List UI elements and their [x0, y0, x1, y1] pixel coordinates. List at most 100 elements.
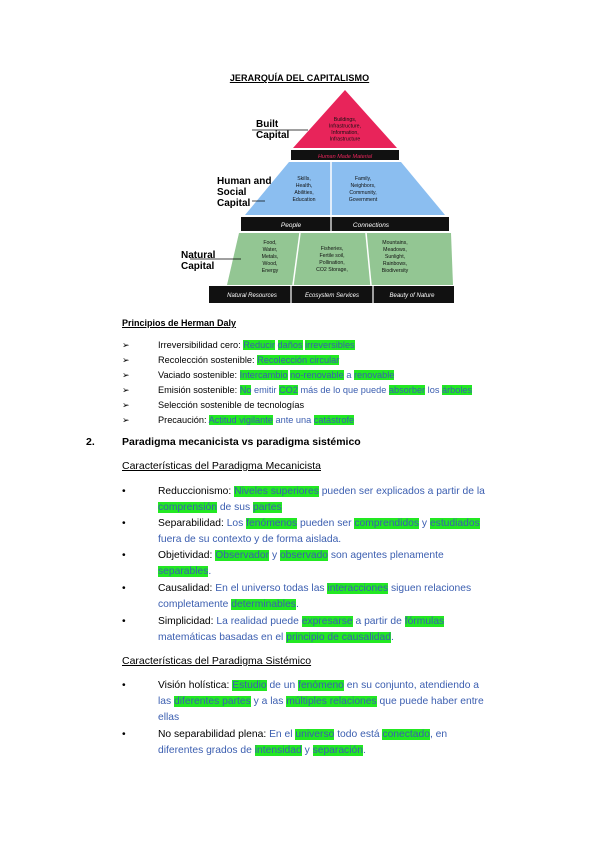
body-text: fuera de su contexto y de forma aislada.	[158, 534, 342, 545]
ecosystem-services-items: Fisheries,Fertile soil,Pollination,CO2 S…	[316, 246, 348, 273]
top-item: Buildings,	[334, 117, 357, 123]
section-number: 2.	[86, 436, 95, 448]
text-line: Separabilidad: Los fenómenos pueden ser …	[158, 516, 528, 532]
bullet-dot-icon: •	[122, 616, 126, 627]
body-text: todo está	[334, 729, 383, 740]
highlighted-text: partes	[253, 502, 282, 513]
top-item: Information,	[331, 130, 358, 136]
mecanicista-item-body: Reduccionismo: Niveles superiores pueden…	[158, 484, 528, 516]
beauty-of-nature-items: Mountains,Meadows,Sunlight,Rainbows,Biod…	[382, 240, 409, 274]
text-line: diferentes grados de intensidad y separa…	[158, 743, 528, 759]
body-text: y a las	[250, 696, 287, 707]
highlighted-text: irreversibles	[305, 340, 355, 350]
text-line: fuera de su contexto y de forma aislada.	[158, 532, 528, 548]
body-text: .	[390, 632, 394, 643]
body-text: diferentes grados de	[158, 745, 255, 756]
daly-principle-text: Precaución: Actitud vigilante ante una c…	[158, 413, 355, 427]
bullet-dot-icon: •	[122, 550, 126, 561]
res-item: Energy	[262, 268, 279, 274]
human-social-capital-label: Human and Social Capital	[217, 176, 272, 209]
body-text: En el universo todas las	[212, 583, 328, 594]
body-text: son agentes plenamente	[328, 550, 444, 561]
arrow-bullet-icon: ➢	[122, 355, 130, 365]
body-text: a	[343, 370, 354, 380]
body-text: y	[269, 550, 280, 561]
highlighted-text: estudiados	[429, 518, 480, 529]
mecanicista-item-label: Objetividad:	[158, 550, 213, 561]
highlighted-text: no-renovable	[290, 370, 344, 380]
body-text: de sus	[216, 502, 254, 513]
mecanicista-item-body: Separabilidad: Los fenómenos pueden ser …	[158, 516, 528, 548]
daly-principle-label: Selección sostenible de tecnologías	[158, 400, 305, 410]
body-text: más de lo que puede	[297, 385, 389, 395]
highlighted-text: universo	[295, 729, 335, 740]
mecanicista-item-label: Separabilidad:	[158, 518, 224, 529]
text-line: comprensión de sus partes	[158, 500, 528, 516]
human-social-capital-tier	[245, 162, 445, 215]
mecanicista-item-label: Simplicidad:	[158, 616, 214, 627]
highlighted-text: separables	[158, 566, 209, 577]
page-title: JERARQUÍA DEL CAPITALISMO	[229, 73, 370, 83]
daly-principle-text: Emisión sostenible: No emitir CO2 más de…	[158, 383, 473, 397]
connections-label: Connections	[353, 222, 390, 229]
highlighted-text: Observador	[215, 550, 270, 561]
sistemico-item-body: Visión holística: Estudio de un fenómeno…	[158, 678, 528, 726]
highlighted-text: conectado	[382, 729, 430, 740]
connections-items: Family,Neighbors,Community,Government	[349, 176, 378, 203]
mecanicista-item-body: Causalidad: En el universo todas las int…	[158, 581, 528, 613]
highlighted-text: Recolección circular	[257, 355, 340, 365]
highlighted-text: Intercambio	[239, 370, 288, 380]
body-text: completamente	[158, 599, 232, 610]
natural-resources-label: Natural Resources	[227, 293, 277, 299]
sistemico-item-label: No separabilidad plena:	[158, 729, 267, 740]
eco-item: Fisheries,	[321, 246, 344, 252]
people-item: Abilities,	[294, 190, 313, 196]
arrow-bullet-icon: ➢	[122, 415, 130, 425]
body-text: pueden ser explicados a partir de la	[318, 486, 485, 497]
highlighted-text: Estudio	[232, 680, 267, 691]
daly-heading: Principios de Herman Daly	[122, 318, 237, 328]
highlighted-text: interacciones	[327, 583, 389, 594]
text-line: No separabilidad plena: En el universo t…	[158, 727, 528, 743]
body-text: siguen relaciones	[388, 583, 472, 594]
mecanicista-heading: Características del Paradigma Mecanicist…	[122, 460, 321, 472]
body-text: emitir	[251, 385, 280, 395]
conn-item: Community,	[349, 190, 376, 196]
natural-resources-items: Food,Water,Metals,Wood,Energy	[262, 240, 279, 274]
highlighted-text: No	[239, 385, 252, 395]
text-line: ellas	[158, 710, 528, 726]
text-line: las diferentes partes y a las múltiples …	[158, 694, 528, 710]
body-text: .	[362, 745, 366, 756]
highlighted-text: fenómenos	[246, 518, 298, 529]
highlighted-text: árboles	[441, 385, 473, 395]
eco-item: Pollination,	[319, 260, 344, 266]
bullet-dot-icon: •	[122, 486, 126, 497]
mecanicista-item-body: Objetividad: Observador y observado son …	[158, 548, 528, 580]
mecanicista-item-label: Causalidad:	[158, 583, 213, 594]
human-made-band	[291, 150, 399, 160]
bullet-dot-icon: •	[122, 729, 126, 740]
people-item: Health,	[296, 183, 312, 189]
res-item: Wood,	[263, 261, 278, 267]
body-text: ante una	[272, 415, 314, 425]
highlighted-text: daños	[277, 340, 303, 350]
body-text: La realidad puede	[213, 616, 302, 627]
res-item: Metals,	[262, 254, 279, 260]
beauty-item: Sunlight,	[385, 254, 405, 260]
highlighted-text: expresarse	[301, 616, 353, 627]
people-connections-band	[241, 217, 449, 231]
bottom-divider-right	[365, 232, 372, 286]
text-line: completamente determinables.	[158, 597, 528, 613]
highlighted-text: Niveles superiores	[234, 486, 319, 497]
natural-capital-tier	[227, 233, 453, 285]
people-item: Skills,	[297, 176, 311, 182]
body-text: las	[158, 696, 175, 707]
people-item: Education	[292, 197, 315, 203]
daly-principle-text: Vaciado sostenible: Intercambio no-renov…	[158, 368, 395, 382]
daly-principle-label: Irreversibilidad cero:	[158, 340, 244, 350]
body-text: de un	[266, 680, 299, 691]
beauty-item: Meadows,	[383, 247, 407, 253]
bottom-divider-left	[292, 232, 301, 286]
body-text: y	[419, 518, 430, 529]
res-item: Water,	[263, 247, 278, 253]
